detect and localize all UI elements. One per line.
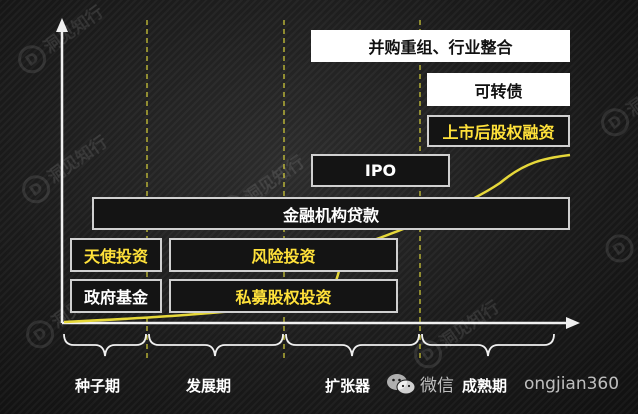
stage-label-seed: 种子期 [75,377,121,395]
brace-seed [63,333,147,357]
stage-dividers [146,20,421,362]
brace-growth [148,333,284,357]
box-venture-capital: 风险投资 [169,238,398,272]
box-ipo: IPO [311,154,450,187]
y-axis-arrow [56,18,68,32]
box-ma-restructuring: 并购重组、行业整合 [311,30,570,62]
box-government-fund: 政府基金 [70,279,162,313]
wechat-label: 微信 [420,376,454,396]
wechat-icon [387,373,416,394]
brace-maturity [421,333,555,357]
box-post-ipo-equity: 上市后股权融资 [427,115,570,147]
stage-label-growth: 发展期 [186,377,232,395]
brace-expansion [285,333,420,357]
wechat-watermark: 微信 ongjian360 [386,371,619,396]
box-convertible-bonds: 可转债 [427,73,570,106]
x-axis-arrow [566,317,580,329]
stage-label-expansion: 扩张器 [325,377,371,395]
stage-braces [63,333,555,357]
box-bank-loans: 金融机构贷款 [92,197,570,230]
box-angel-investment: 天使投资 [70,238,162,272]
stage-label-maturity: 成熟期 [462,377,508,395]
box-private-equity: 私募股权投资 [169,279,398,313]
wechat-id: ongjian360 [524,373,620,394]
